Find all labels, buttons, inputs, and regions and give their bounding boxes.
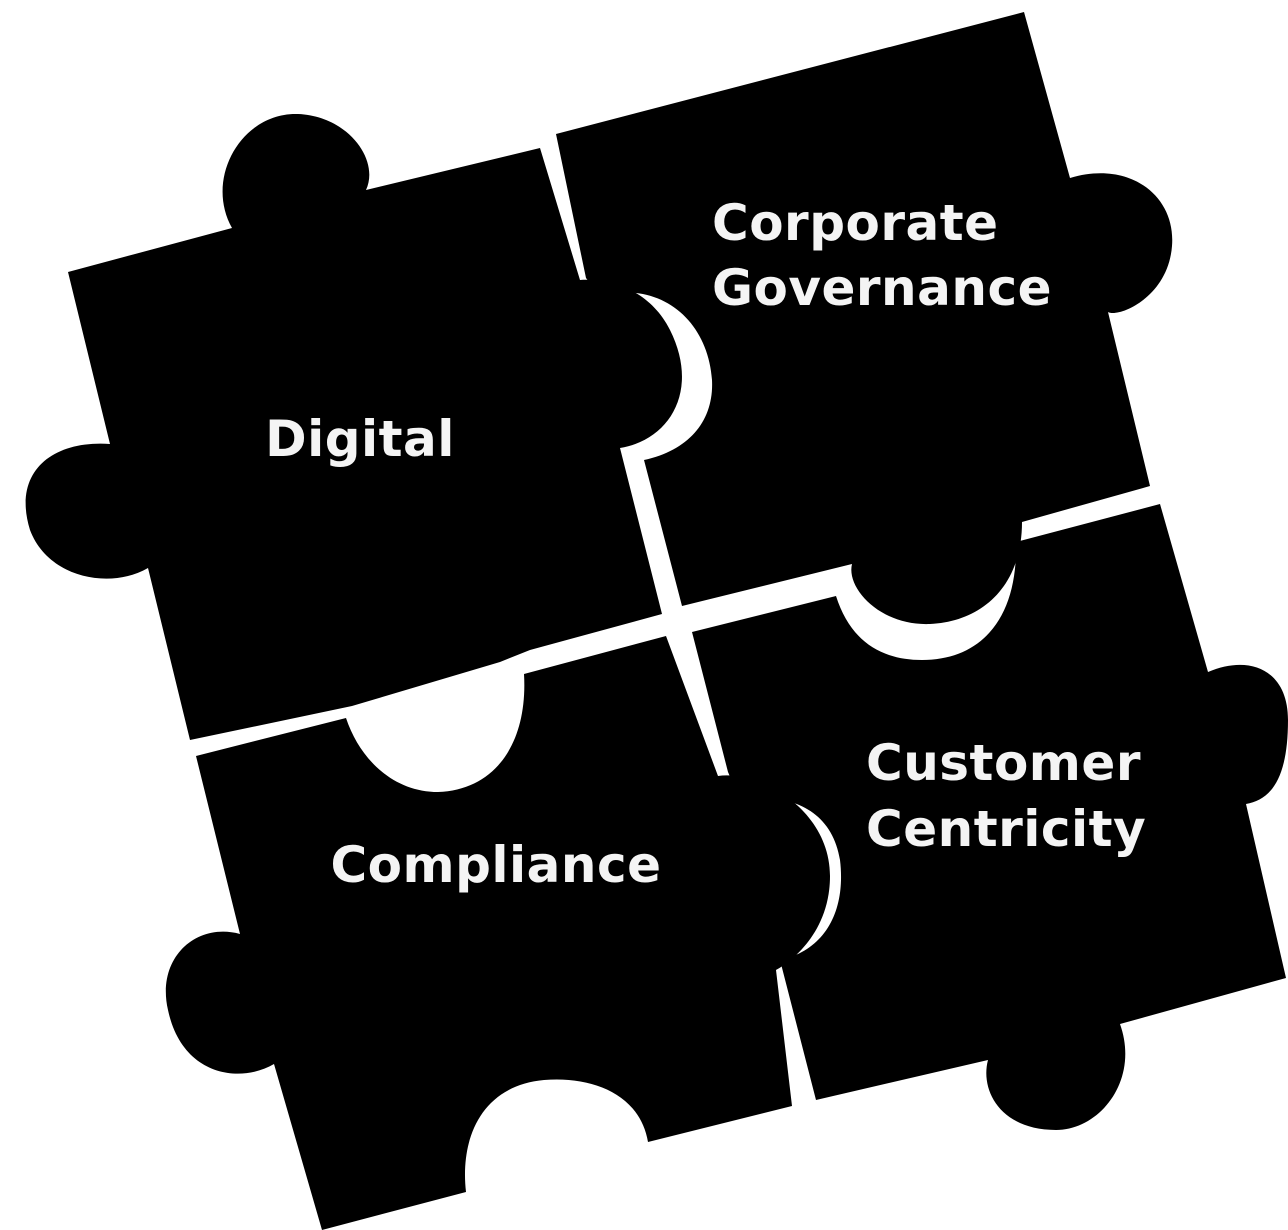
puzzle-piece-compliance: Compliance: [165, 636, 831, 1230]
piece-shape-corporate-governance: [556, 12, 1173, 625]
puzzle-piece-customer-centricity: Customer Centricity: [692, 504, 1288, 1130]
piece-label-compliance-line-1: Compliance: [330, 836, 661, 894]
piece-shape-digital: [25, 113, 682, 740]
piece-label-digital: Digital: [265, 410, 455, 468]
piece-label-customer-centricity: Customer Centricity: [866, 734, 1159, 858]
piece-label-corporate-governance: Corporate Governance: [712, 194, 1052, 317]
piece-label-customer-centricity-line-1: Customer: [866, 734, 1141, 792]
piece-label-corporate-governance-line-2: Governance: [712, 259, 1052, 317]
piece-label-corporate-governance-line-1: Corporate: [712, 194, 999, 252]
puzzle-piece-digital: Digital: [25, 113, 682, 740]
piece-label-compliance: Compliance: [330, 836, 661, 894]
puzzle-piece-corporate-governance: Corporate Governance: [556, 12, 1173, 625]
piece-shape-customer-centricity: [692, 504, 1288, 1130]
piece-shape-compliance: [165, 636, 831, 1230]
piece-label-customer-centricity-line-2: Centricity: [866, 800, 1146, 858]
piece-label-digital-line-1: Digital: [265, 410, 455, 468]
